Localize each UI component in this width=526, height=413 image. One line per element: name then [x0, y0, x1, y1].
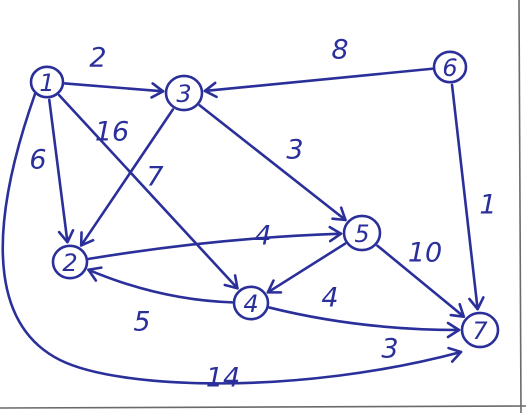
edge-4-7: [268, 306, 461, 332]
edge-weight-3-2: 7: [146, 162, 163, 193]
node-1: 1: [29, 65, 65, 99]
node-5-label: 5: [354, 220, 369, 248]
arrowhead-4-2: [87, 266, 103, 282]
edge-1-4: [57, 93, 239, 290]
node-3-circle: [164, 74, 204, 112]
arrowhead-5-7: [449, 302, 466, 318]
edge-weight-4-7: 3: [381, 334, 398, 365]
edge-weight-1-4: 16: [95, 117, 129, 148]
node-1-label: 1: [39, 69, 54, 97]
node-6-label: 6: [442, 54, 457, 82]
edge-6-3: [203, 67, 434, 93]
node-6: 6: [432, 50, 468, 84]
node-4-circle: [232, 285, 270, 321]
edge-weight-2-5: 4: [254, 221, 271, 252]
edge-6-7: [450, 83, 479, 311]
node-3: 3: [164, 74, 204, 112]
node-7-label: 7: [472, 317, 488, 345]
edges-layer: [1, 67, 485, 385]
node-4-label: 4: [243, 290, 258, 318]
page-border-right: [518, 0, 522, 413]
edge-weight-5-7: 10: [408, 238, 442, 269]
node-7: 7: [460, 311, 500, 349]
arrowhead-3-5: [331, 206, 347, 222]
arrowhead-2-5: [328, 225, 343, 243]
node-7-circle: [460, 311, 500, 349]
node-2-circle: [51, 244, 89, 280]
node-3-label: 3: [176, 80, 191, 108]
edge-4-2: [87, 268, 234, 304]
node-1-circle: [29, 65, 65, 99]
edge-weight-6-7: 1: [479, 190, 496, 221]
edge-1-2: [47, 98, 69, 244]
nodes-layer: 1 2 3 4 5 6 7: [29, 50, 500, 349]
arrowhead-6-3: [203, 81, 218, 99]
arrowhead-1-2: [57, 229, 75, 244]
edge-weight-4-2: 5: [133, 307, 150, 338]
arrowhead-5-4: [266, 279, 283, 294]
node-6-circle: [432, 50, 468, 84]
edge-5-4: [266, 242, 347, 294]
arrowhead-3-2: [79, 231, 95, 247]
arrowhead-1-7: [447, 346, 463, 363]
edge-weight-3-5: 3: [286, 135, 303, 166]
edge-weight-1-2: 6: [29, 145, 46, 176]
node-2-label: 2: [62, 249, 77, 277]
edge-3-2: [79, 108, 175, 247]
page-border-bottom: [0, 405, 526, 409]
edge-1-3: [63, 82, 165, 93]
edge-2-5: [87, 232, 343, 261]
arrowhead-6-7: [468, 296, 485, 311]
arrowhead-1-4: [223, 274, 239, 290]
edge-weight-6-3: 8: [331, 35, 348, 66]
edge-1-7: [1, 92, 463, 385]
node-5-circle: [342, 214, 382, 252]
edge-weight-1-3: 2: [89, 43, 106, 74]
edge-weight-5-4: 4: [321, 283, 338, 314]
node-4: 4: [232, 285, 270, 321]
edge-3-5: [198, 104, 347, 222]
arrowhead-4-7: [446, 321, 461, 339]
arrowhead-1-3: [150, 82, 165, 99]
edge-5-7: [376, 244, 466, 318]
node-5: 5: [342, 214, 382, 252]
node-2: 2: [51, 244, 89, 280]
edge-weight-1-7: 14: [206, 363, 240, 394]
